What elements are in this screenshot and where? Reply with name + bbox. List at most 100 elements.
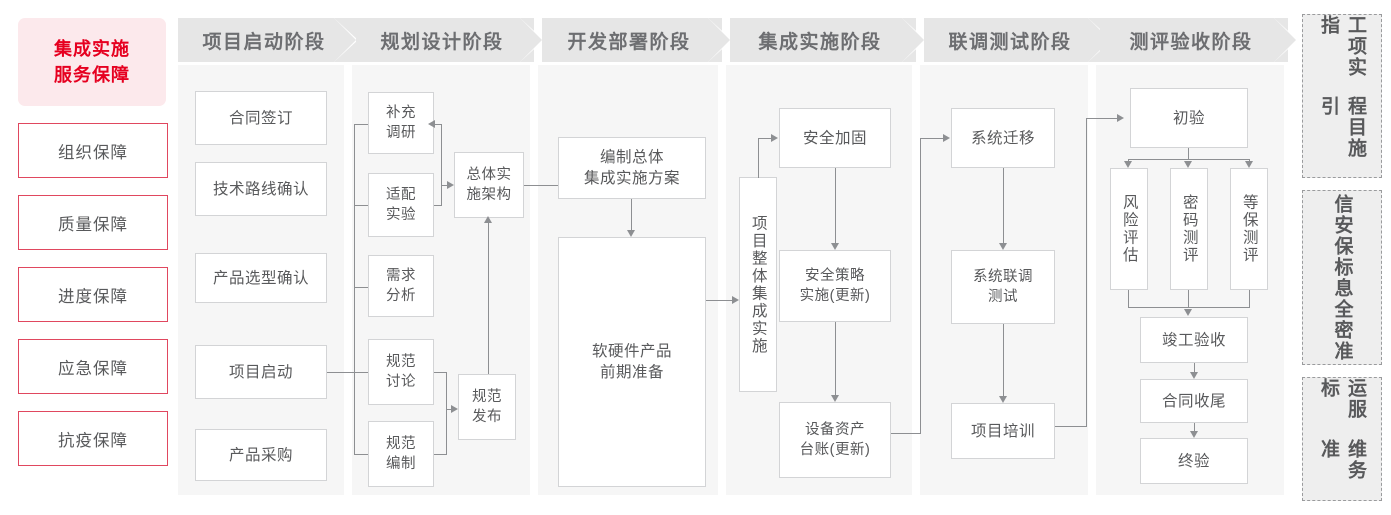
phase-header-planning[interactable]: 规划设计阶段 (356, 18, 534, 62)
edge-bus-to-spec-drafting (354, 454, 371, 456)
phase-header-startup[interactable]: 项目启动阶段 (178, 18, 356, 62)
node-spec-release[interactable]: 规范 发布 (458, 374, 516, 440)
node-mlps-evaluation[interactable]: 等保测评 (1230, 168, 1268, 290)
standard-ops-service-col-right: 维务准 (1318, 439, 1366, 481)
node-product-select[interactable]: 产品选型确认 (195, 253, 327, 303)
arrow-to-risk-assessment (1124, 161, 1132, 168)
edge-prep-to-integration (706, 300, 734, 302)
phase-header-development-label: 开发部署阶段 (567, 31, 691, 53)
edge-ledger-right (891, 433, 921, 435)
node-product-purchase[interactable]: 产品采购 (195, 429, 327, 481)
node-tech-route[interactable]: 技术路线确认 (195, 162, 327, 216)
phase-header-startup-label: 项目启动阶段 (202, 31, 326, 53)
edge-initial-fan (1128, 159, 1250, 161)
node-project-training[interactable]: 项目培训 (951, 403, 1055, 459)
node-initial-acceptance[interactable]: 初验 (1130, 88, 1248, 148)
node-requirement-analysis[interactable]: 需求 分析 (368, 255, 434, 317)
node-spec-drafting[interactable]: 规范 编制 (368, 421, 434, 487)
node-security-policy[interactable]: 安全策略 实施(更新) (779, 250, 891, 322)
node-project-kickoff[interactable]: 项目启动 (195, 345, 327, 399)
edge-training-right (1055, 426, 1087, 428)
arrow-to-joint-debug-test (999, 243, 1007, 250)
edge-merge-to-architecture (441, 185, 448, 187)
guarantee-item-epidemic[interactable]: 抗疫保障 (18, 411, 168, 466)
edge-spec-release-up (488, 222, 490, 374)
edge-closure-to-final (1194, 423, 1196, 431)
edge-bus-to-adapt (354, 205, 371, 207)
node-adapt-experiment[interactable]: 适配 实验 (368, 173, 434, 237)
edge-merge-spec (446, 372, 448, 455)
guarantee-item-quality[interactable]: 质量保障 (18, 195, 168, 250)
guarantee-title-line-2: 服务保障 (54, 65, 130, 85)
arrow-to-mlps-evaluation (1245, 161, 1253, 168)
node-overall-plan[interactable]: 编制总体 集成实施方案 (558, 137, 706, 199)
node-hw-sw-prep[interactable]: 软硬件产品 前期准备 (558, 237, 706, 487)
standard-infosec-col-left: 信安保标 (1331, 193, 1353, 278)
guarantee-panel: 集成实施 服务保障 组织保障 质量保障 进度保障 应急保障 抗疫保障 (18, 18, 168, 498)
edge-policy-to-ledger (835, 322, 837, 396)
edge-merge-to-spec-release (446, 409, 452, 411)
guarantee-title: 集成实施 服务保障 (18, 18, 166, 106)
node-overall-architecture[interactable]: 总体实 施架构 (454, 152, 524, 218)
edge-bus-to-research (354, 124, 371, 126)
edge-to-initial-acceptance (1086, 118, 1118, 120)
arrow-to-spec-release (451, 405, 458, 413)
phase-header-acceptance-label: 测评验收阶段 (1129, 31, 1253, 53)
arrow-to-completion-acceptance (1184, 309, 1192, 316)
arrow-to-security-hardening (771, 134, 778, 142)
arrow-to-project-training (999, 396, 1007, 403)
phase-header-planning-label: 规划设计阶段 (380, 31, 504, 53)
node-security-hardening[interactable]: 安全加固 (779, 108, 891, 168)
arrow-to-asset-ledger (831, 395, 839, 402)
phase-header-integration[interactable]: 集成实施阶段 (730, 18, 916, 62)
arrow-back-to-supplement-research (428, 120, 435, 128)
node-spec-discussion[interactable]: 规范 讨论 (368, 339, 434, 405)
node-asset-ledger[interactable]: 设备资产 台账(更新) (779, 402, 891, 478)
arrow-to-overall-architecture (447, 181, 454, 189)
arrow-up-to-overall-architecture (484, 216, 492, 223)
standard-ops-service[interactable]: 维务准 运服标 (1302, 377, 1382, 501)
edge-integration-up (758, 138, 760, 178)
phase-header-acceptance[interactable]: 测评验收阶段 (1100, 18, 1288, 62)
standard-engineering-guide[interactable]: 程目施引 工项实指 (1302, 14, 1382, 178)
phase-header-development[interactable]: 开发部署阶段 (542, 18, 722, 62)
standard-engineering-guide-col-left: 工项实指 (1318, 15, 1366, 78)
standard-engineering-guide-col-right: 程目施引 (1318, 96, 1366, 159)
guarantee-item-organization[interactable]: 组织保障 (18, 123, 168, 178)
phase-header-joint-test[interactable]: 联调测试阶段 (924, 18, 1102, 62)
arrow-to-hw-sw-prep (627, 230, 635, 237)
edge-architecture-to-plan (524, 185, 560, 187)
node-overall-integration[interactable]: 项目整体集成实施 (739, 177, 777, 392)
guarantee-item-emergency[interactable]: 应急保障 (18, 339, 168, 394)
edge-completion-to-closure (1194, 363, 1196, 373)
node-risk-assessment[interactable]: 风险评估 (1110, 168, 1148, 290)
edge-risk-down (1128, 290, 1130, 308)
edge-mlps-down (1249, 290, 1251, 308)
edge-kickoff-bus (354, 124, 356, 454)
edge-training-up (1086, 118, 1088, 427)
standard-ops-service-col-left: 运服标 (1318, 378, 1366, 420)
node-supplement-research[interactable]: 补充 调研 (368, 92, 434, 154)
node-joint-debug-test[interactable]: 系统联调 测试 (951, 250, 1055, 324)
node-contract-closure[interactable]: 合同收尾 (1140, 379, 1248, 423)
arrow-to-overall-integration (732, 296, 739, 304)
node-system-migration[interactable]: 系统迁移 (951, 108, 1055, 168)
node-contract-sign[interactable]: 合同签订 (195, 91, 327, 145)
edge-plan-to-prep (631, 199, 633, 231)
edge-ledger-up (920, 138, 922, 434)
node-final-acceptance[interactable]: 终验 (1140, 438, 1248, 484)
arrow-to-contract-closure (1190, 372, 1198, 379)
node-crypto-evaluation[interactable]: 密码测评 (1170, 168, 1208, 290)
edge-bus-to-requirement (354, 287, 371, 289)
edge-initial-down (1188, 148, 1190, 160)
arrow-to-initial-acceptance (1117, 114, 1124, 122)
standard-infosec-col-right: 息全密准 (1331, 277, 1353, 362)
edge-test-to-training (1003, 324, 1005, 396)
arrow-to-system-migration (943, 134, 950, 142)
standard-infosec[interactable]: 息全密准 信安保标 (1302, 190, 1382, 365)
edge-hardening-to-policy (835, 168, 837, 244)
guarantee-item-schedule[interactable]: 进度保障 (18, 267, 168, 322)
node-completion-acceptance[interactable]: 竣工验收 (1140, 317, 1248, 363)
edge-merge-research-adapt (441, 124, 443, 206)
